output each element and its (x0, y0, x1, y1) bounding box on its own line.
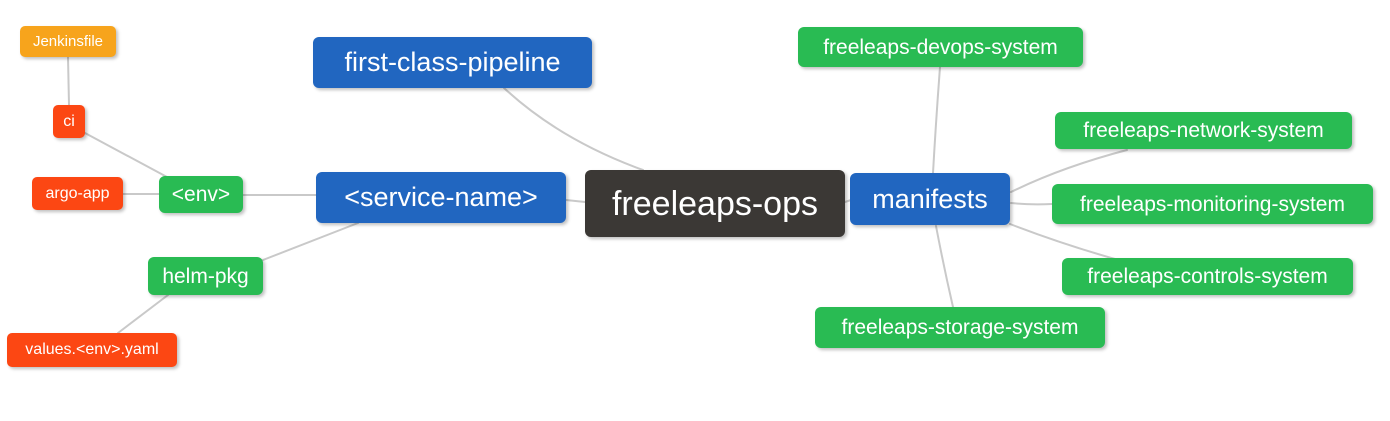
node-service-name[interactable]: <service-name> (316, 172, 566, 223)
edge-manifests-monitoring (1010, 202, 1053, 206)
node-freeleaps-monitoring-system[interactable]: freeleaps-monitoring-system (1052, 184, 1373, 224)
node-freeleaps-devops-system[interactable]: freeleaps-devops-system (798, 27, 1083, 67)
edge-manifests-controls (1009, 223, 1116, 260)
node-freeleaps-ops-root[interactable]: freeleaps-ops (585, 170, 845, 237)
node-freeleaps-network-system[interactable]: freeleaps-network-system (1055, 112, 1352, 149)
node-jenkinsfile[interactable]: Jenkinsfile (20, 26, 116, 57)
edge-manifests-devops (932, 66, 941, 174)
edge-service-name-root (565, 199, 586, 203)
node-argo-app[interactable]: argo-app (32, 177, 123, 210)
node-manifests[interactable]: manifests (850, 173, 1010, 225)
edge-values-helm-pkg (117, 294, 169, 334)
edge-jenkinsfile-ci (67, 56, 70, 106)
node-ci[interactable]: ci (53, 105, 85, 138)
edge-helm-pkg-service-name (262, 222, 359, 261)
node-freeleaps-storage-system[interactable]: freeleaps-storage-system (815, 307, 1105, 348)
node-helm-pkg[interactable]: helm-pkg (148, 257, 263, 295)
edge-pipeline-root (503, 87, 644, 171)
edge-ci-env (84, 132, 168, 178)
node-freeleaps-controls-system[interactable]: freeleaps-controls-system (1062, 258, 1353, 295)
node-first-class-pipeline[interactable]: first-class-pipeline (313, 37, 592, 88)
node-env[interactable]: <env> (159, 176, 243, 213)
node-values-env-yaml[interactable]: values.<env>.yaml (7, 333, 177, 367)
edge-manifests-storage (935, 225, 954, 308)
